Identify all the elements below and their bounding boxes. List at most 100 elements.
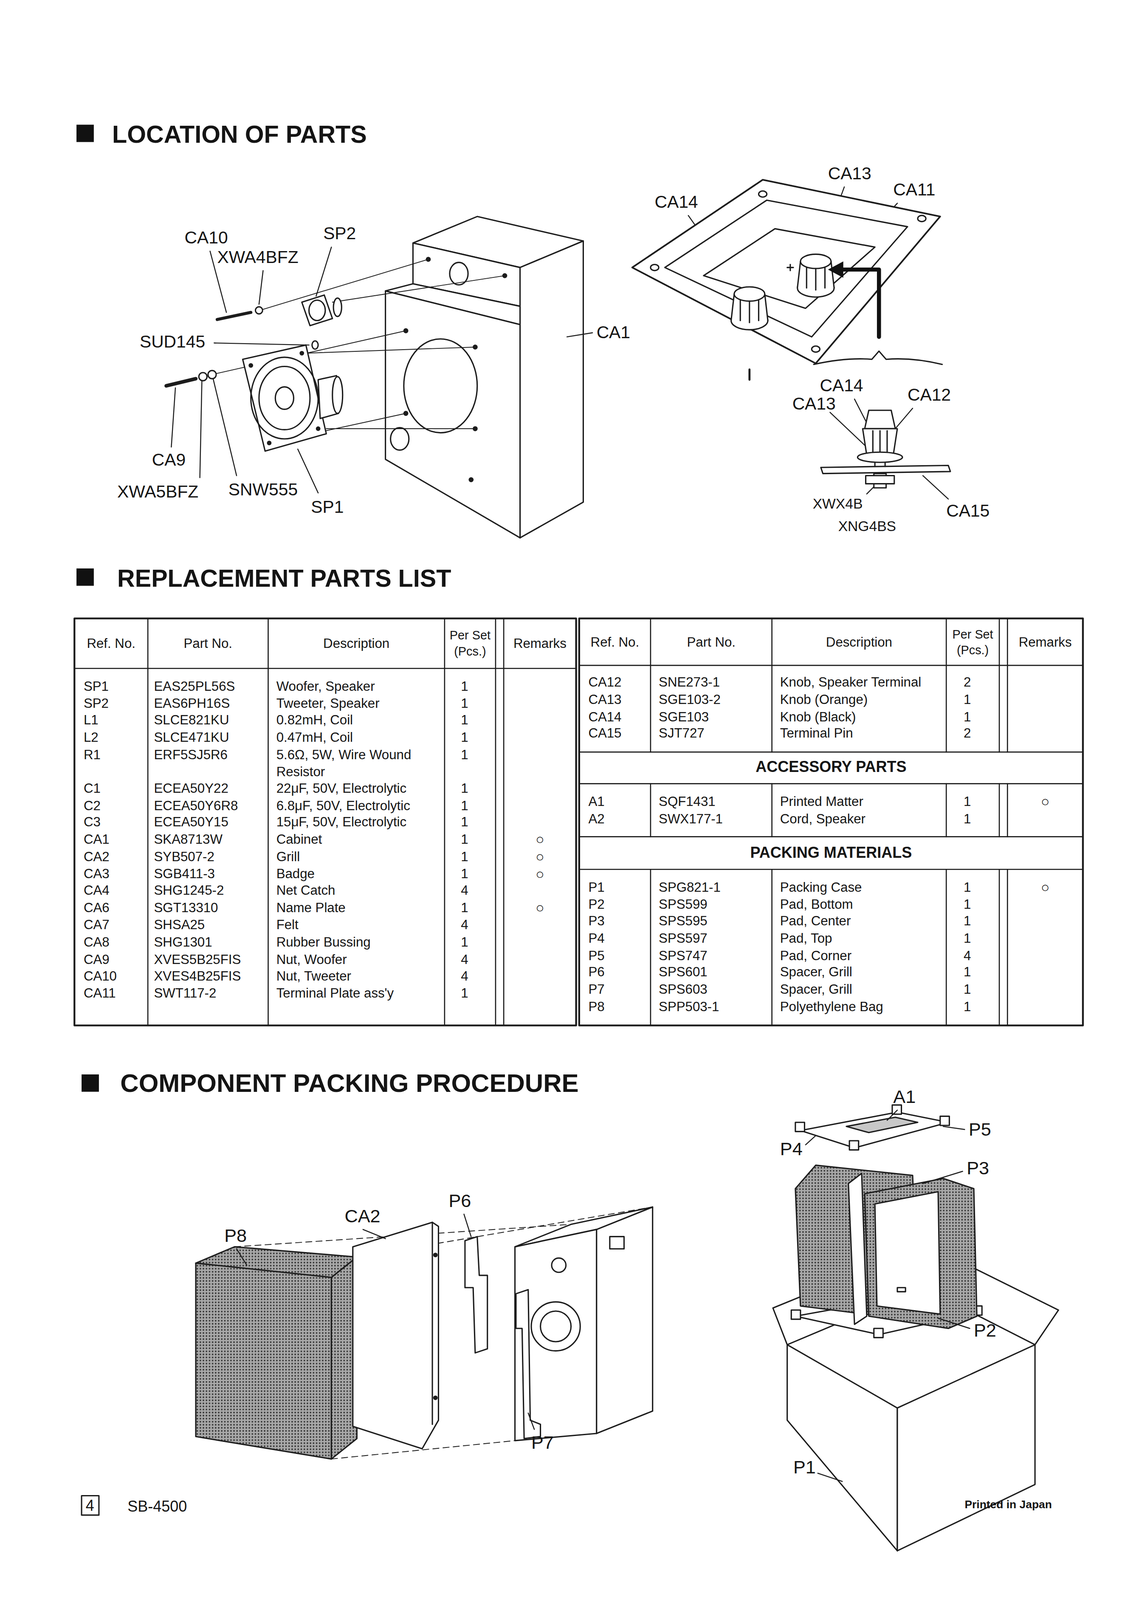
table-cell: SPP503-1 bbox=[658, 998, 719, 1016]
section-heading: REPLACEMENT PARTS LIST bbox=[117, 562, 452, 595]
woofer-drawing bbox=[242, 344, 343, 452]
table-cell: SHG1301 bbox=[154, 933, 213, 951]
table-cell: SWX177-1 bbox=[658, 810, 723, 828]
table-cell: C1 bbox=[83, 779, 101, 798]
table-cell: SPS595 bbox=[658, 912, 708, 930]
table-cell: 1 bbox=[460, 984, 469, 1002]
remark-mark: ○ bbox=[503, 898, 576, 917]
cabinet-drawing bbox=[385, 216, 584, 538]
table-cell: CA11 bbox=[83, 984, 116, 1002]
table-cell: Nut, Tweeter bbox=[276, 967, 440, 985]
table-cell: P3 bbox=[588, 912, 605, 930]
table-cell: CA15 bbox=[588, 724, 622, 742]
table-cell: 4 bbox=[963, 947, 971, 965]
table-cell: SWT117-2 bbox=[154, 984, 217, 1002]
table-cell: 6.8μF, 50V, Electrolytic bbox=[276, 797, 440, 815]
callout-label: SP2 bbox=[323, 222, 356, 245]
callout-label: XWA5BFZ bbox=[117, 480, 199, 503]
table-cell: ERF5SJ5R6 bbox=[154, 746, 228, 764]
table-cell: EAS6PH16S bbox=[154, 694, 231, 713]
table-cell: Pad, Center bbox=[780, 912, 942, 930]
callout-label: XNG4BS bbox=[838, 516, 897, 536]
packing-exploded-drawing bbox=[195, 1206, 653, 1459]
section-heading: LOCATION OF PARTS bbox=[112, 118, 367, 151]
table-cell: SP2 bbox=[83, 694, 109, 713]
table-cell: Packing Case bbox=[780, 878, 942, 897]
table-cell: Cabinet bbox=[276, 830, 440, 849]
table-cell: CA13 bbox=[588, 690, 622, 709]
table-header: Ref. No. bbox=[579, 633, 651, 652]
table-cell: SGE103 bbox=[658, 708, 709, 726]
table-cell: 2 bbox=[963, 724, 971, 742]
table-cell: Knob (Orange) bbox=[780, 690, 942, 709]
table-cell: Spacer, Grill bbox=[780, 963, 942, 981]
table-header: Per Set (Pcs.) bbox=[946, 626, 1000, 659]
table-header: Description bbox=[267, 634, 445, 653]
callout-label: CA1 bbox=[596, 321, 631, 344]
table-header: Part No. bbox=[650, 633, 773, 652]
callout-label: CA2 bbox=[344, 1203, 381, 1228]
table-cell: 1 bbox=[460, 728, 469, 747]
table-cell: P1 bbox=[588, 878, 605, 897]
table-cell: 1 bbox=[460, 797, 469, 815]
table-cell: Rubber Bussing bbox=[276, 933, 440, 951]
table-cell: 1 bbox=[963, 998, 971, 1016]
table-cell: CA9 bbox=[83, 950, 110, 969]
table-cell: 1 bbox=[963, 690, 971, 709]
table-cell: CA12 bbox=[588, 673, 622, 691]
table-cell: SPS601 bbox=[658, 963, 708, 981]
table-cell: Polyethylene Bag bbox=[780, 998, 942, 1016]
table-cell: Cord, Speaker bbox=[780, 810, 942, 828]
table-cell: SGT13310 bbox=[154, 899, 219, 917]
table-cell: SPS747 bbox=[658, 947, 708, 965]
table-cell: EAS25PL56S bbox=[154, 677, 236, 696]
table-band: PACKING MATERIALS bbox=[579, 842, 1083, 863]
table-cell: SJT727 bbox=[658, 724, 705, 742]
remark-mark: ○ bbox=[503, 864, 576, 884]
table-cell: Knob (Black) bbox=[780, 708, 942, 726]
table-cell: 2 bbox=[963, 673, 971, 691]
callout-label: P8 bbox=[224, 1223, 247, 1247]
table-header: Part No. bbox=[147, 634, 268, 653]
remark-mark: ○ bbox=[1007, 877, 1083, 897]
table-cell: SHSA25 bbox=[154, 916, 206, 934]
table-cell: 1 bbox=[963, 810, 971, 828]
table-cell: 1 bbox=[963, 792, 971, 811]
table-cell: 0.82mH, Coil bbox=[276, 711, 440, 729]
carton-drawing bbox=[772, 1104, 1059, 1551]
model-number: SB-4500 bbox=[127, 1496, 187, 1517]
remark-mark: ○ bbox=[503, 847, 576, 866]
table-cell: C3 bbox=[83, 813, 101, 831]
callout-label: P5 bbox=[968, 1116, 992, 1141]
callout-label: P7 bbox=[531, 1429, 554, 1454]
table-cell: Woofer, Speaker bbox=[276, 677, 440, 696]
callout-label: SNW555 bbox=[228, 478, 298, 501]
table-cell: 1 bbox=[963, 980, 971, 999]
callout-label: CA14 bbox=[819, 374, 863, 397]
table-cell: Badge bbox=[276, 865, 440, 883]
section-heading: COMPONENT PACKING PROCEDURE bbox=[120, 1066, 579, 1100]
table-cell: 4 bbox=[460, 916, 469, 934]
print-note: Printed in Japan bbox=[964, 1496, 1052, 1512]
callout-label: P1 bbox=[793, 1454, 816, 1479]
table-cell: 1 bbox=[460, 711, 469, 729]
knob-detail-drawing bbox=[820, 410, 951, 488]
table-cell: P2 bbox=[588, 895, 605, 914]
table-cell: Pad, Corner bbox=[780, 947, 942, 965]
table-cell: Pad, Bottom bbox=[780, 895, 942, 914]
table-cell: SPS603 bbox=[658, 980, 708, 999]
table-header: Remarks bbox=[503, 634, 576, 653]
table-cell: 15μF, 50V, Electrolytic bbox=[276, 813, 440, 831]
callout-label: CA14 bbox=[654, 190, 698, 214]
table-cell: SPG821-1 bbox=[658, 878, 721, 897]
table-header: Remarks bbox=[1007, 633, 1083, 652]
table-cell: P5 bbox=[588, 947, 605, 965]
table-cell: CA14 bbox=[588, 708, 622, 726]
callout-label: XWX4B bbox=[812, 494, 863, 514]
table-cell: CA6 bbox=[83, 899, 110, 917]
callout-label: CA13 bbox=[828, 162, 872, 185]
tweeter-drawing bbox=[301, 294, 342, 349]
table-cell: 1 bbox=[460, 813, 469, 831]
table-cell: ECEA50Y6R8 bbox=[154, 797, 239, 815]
table-cell: XVES4B25FIS bbox=[154, 967, 242, 985]
